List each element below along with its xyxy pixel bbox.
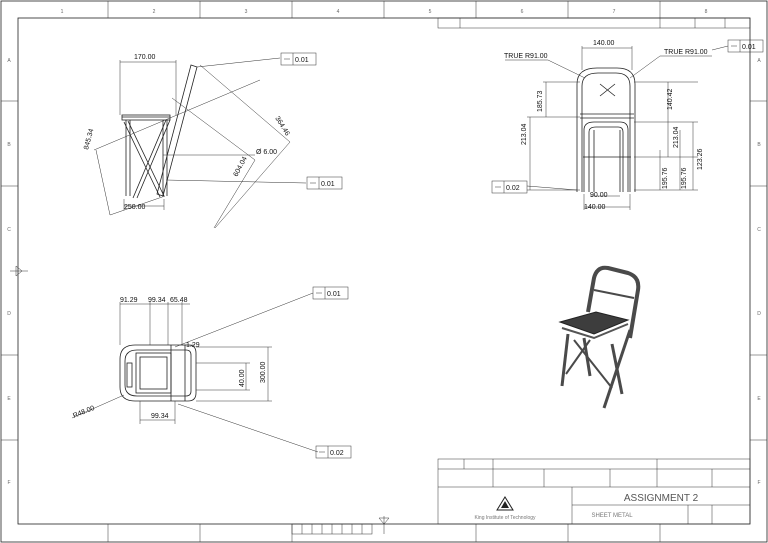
row-label: B xyxy=(7,142,11,148)
side-view-dimension-lines xyxy=(505,45,729,210)
drawing-title: ASSIGNMENT 2 xyxy=(624,493,699,504)
col-label: 4 xyxy=(337,9,340,15)
dim-99: 99.34 xyxy=(148,297,166,304)
dim-185: 185.73 xyxy=(537,90,544,112)
col-label: 5 xyxy=(429,9,432,15)
tolerance-value: 0.01 xyxy=(295,57,309,64)
school-name: King Institute of Technology xyxy=(474,515,536,521)
drawing-material: SHEET METAL xyxy=(591,513,633,519)
dim-140-vert: 140.42 xyxy=(667,88,674,110)
dim-300: 300.00 xyxy=(260,361,267,383)
side-view: TRUE R91.00 TRUE R91.00 140.00 185.73 21… xyxy=(491,39,764,211)
row-label: E xyxy=(7,396,11,402)
isometric-chair-view xyxy=(558,265,641,409)
school-logo-icon xyxy=(496,496,514,511)
dim-40: 40.00 xyxy=(239,369,246,387)
tolerance-box: 0.01 xyxy=(312,286,349,300)
inner-border xyxy=(17,17,751,525)
col-label: 1 xyxy=(61,9,64,15)
side-view-geometry xyxy=(576,67,636,192)
front-view-geometry xyxy=(121,64,198,199)
dim-170: 170.00 xyxy=(134,54,156,61)
row-label: F xyxy=(757,480,760,486)
dim-213: 213.04 xyxy=(521,123,528,145)
col-label: 3 xyxy=(245,9,248,15)
dim-195: 195.76 xyxy=(662,167,669,189)
dim-91: 91.29 xyxy=(120,297,138,304)
front-view: 170.00 250.00 845.34 364.46 604.04 Ø 6.0… xyxy=(83,52,343,229)
col-label: 6 xyxy=(521,9,524,15)
tolerance-value: 0.01 xyxy=(321,181,335,188)
tolerance-value: 0.02 xyxy=(506,185,520,192)
dim-true-r91-right: TRUE R91.00 xyxy=(664,49,708,56)
dim-250: 250.00 xyxy=(124,204,146,211)
top-strip xyxy=(437,17,751,29)
dim-123: 123.26 xyxy=(697,148,704,170)
tolerance-value: 0.02 xyxy=(330,450,344,457)
dim-r48: R48.00 xyxy=(72,405,96,420)
top-view-dimension-lines xyxy=(71,292,319,453)
dim-140-bottom: 140.00 xyxy=(584,204,606,211)
tolerance-value: 0.01 xyxy=(742,44,756,51)
row-label: B xyxy=(757,142,761,148)
row-label: E xyxy=(757,396,761,402)
col-label: 8 xyxy=(705,9,708,15)
tolerance-box: 0.01 xyxy=(727,39,764,53)
tolerance-value: 0.01 xyxy=(327,291,341,298)
row-label: D xyxy=(757,311,761,317)
tolerance-box: 0.02 xyxy=(315,445,352,459)
dim-phi: Ø 6.00 xyxy=(256,149,277,156)
top-view-geometry xyxy=(119,344,197,402)
row-label: F xyxy=(7,480,10,486)
centre-marks xyxy=(10,265,390,534)
row-label: D xyxy=(7,311,11,317)
dim-99-bottom: 99.34 xyxy=(151,413,169,420)
tolerance-box: 0.01 xyxy=(306,176,343,190)
row-label: C xyxy=(7,227,11,233)
dim-140-top: 140.00 xyxy=(593,40,615,47)
title-block: ASSIGNMENT 2 SHEET METAL King Institute … xyxy=(437,458,751,525)
dim-195-right: 195.76 xyxy=(681,167,688,189)
index-strip xyxy=(291,523,373,535)
dim-845: 845.34 xyxy=(83,128,95,151)
dim-90: 90.00 xyxy=(590,192,608,199)
tolerance-box: 0.02 xyxy=(491,180,528,194)
dim-true-r91-left: TRUE R91.00 xyxy=(504,53,548,60)
row-label: C xyxy=(757,227,761,233)
dim-1-29: 1.29 xyxy=(186,342,200,349)
dim-364: 364.46 xyxy=(273,115,290,137)
dim-213-right: 213.04 xyxy=(673,126,680,148)
top-view: 91.29 99.34 65.48 1.29 40.00 300.00 R48.… xyxy=(71,286,352,459)
dim-65: 65.48 xyxy=(170,297,188,304)
row-label: A xyxy=(757,58,761,64)
col-label: 2 xyxy=(153,9,156,15)
tolerance-box: 0.01 xyxy=(280,52,317,66)
front-view-dimension-lines xyxy=(93,57,307,229)
col-label: 7 xyxy=(613,9,616,15)
row-label: A xyxy=(7,58,11,64)
